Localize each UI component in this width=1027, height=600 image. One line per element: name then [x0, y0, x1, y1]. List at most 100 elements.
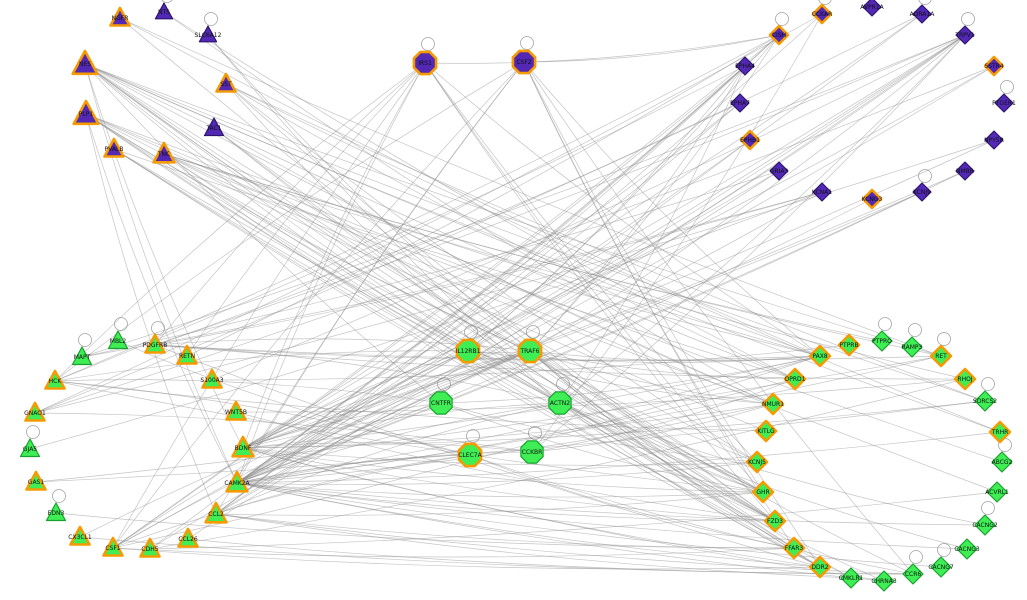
edge-TRAF6-TRPV1[interactable] — [529, 34, 966, 352]
edge-CCKBR-BDNF[interactable] — [242, 442, 533, 453]
node-EPHA7[interactable] — [730, 93, 750, 113]
node-shape-OPRD1[interactable] — [783, 367, 807, 391]
node-shape-S100A3[interactable] — [201, 368, 223, 389]
edge-CAMK2A-GHR[interactable] — [236, 482, 764, 498]
node-TAC1[interactable] — [203, 117, 225, 137]
node-shape-MAPT[interactable] — [71, 346, 93, 366]
edge-RETN-CISH[interactable] — [186, 34, 780, 357]
node-shape-PTGER1[interactable] — [994, 93, 1014, 113]
edge-PLP1-CAMK2A[interactable] — [85, 113, 238, 484]
edge-PLP1-FZD3[interactable] — [85, 113, 776, 522]
edge-NTS-NMUR1[interactable] — [163, 11, 774, 405]
edge-CNTFR-KCNJ5[interactable] — [440, 402, 758, 463]
edge-TAC1-FFAR3[interactable] — [213, 127, 795, 549]
node-ABCG2[interactable] — [991, 451, 1013, 473]
edge-CAMK2A-CACNG7[interactable] — [236, 482, 942, 568]
edge-CSF1-CISH[interactable] — [112, 34, 780, 549]
node-KCNJ5[interactable] — [745, 450, 769, 474]
node-ADRA1A[interactable] — [912, 4, 932, 24]
edge-CCKBR-OPRD1[interactable] — [531, 378, 796, 453]
node-NES[interactable] — [71, 49, 99, 76]
node-shape-CACNG2[interactable] — [974, 514, 996, 536]
edge-BDNF-ADRA1A[interactable] — [242, 13, 923, 449]
node-PTPRO[interactable] — [871, 330, 893, 352]
edge-NES-BDNF[interactable] — [84, 63, 244, 449]
edge-CCKBR-NMUR1[interactable] — [531, 403, 774, 453]
edge-CAMK2A-CHRNA3[interactable] — [236, 482, 885, 582]
node-PLP1[interactable] — [72, 99, 100, 126]
edge-TRAF6-FFAR3[interactable] — [529, 350, 795, 549]
node-CLEC7A[interactable] — [457, 442, 483, 468]
edge-NES-OPRD1[interactable] — [84, 63, 796, 380]
edge-PLP1-ABCG2[interactable] — [85, 113, 1003, 463]
edge-BDNF-NPY5R[interactable] — [242, 139, 995, 449]
edge-ACTN2-CACNG2[interactable] — [559, 402, 986, 526]
node-shape-FFAR3[interactable] — [782, 536, 806, 560]
node-shape-NMUR1[interactable] — [761, 392, 785, 416]
edge-PDGFRB-DDR2[interactable] — [154, 344, 821, 568]
node-shape-IRS1[interactable] — [412, 50, 438, 76]
node-FZD3[interactable] — [763, 509, 787, 533]
node-ACVRL1[interactable] — [986, 481, 1008, 503]
edge-S100A3-PTPRB[interactable] — [211, 344, 850, 381]
edge-CNTFR-GHR[interactable] — [440, 402, 764, 493]
node-OPRD1[interactable] — [783, 367, 807, 391]
node-AVPR1A[interactable] — [862, 0, 882, 17]
edge-BDNF-TRPV1[interactable] — [242, 34, 966, 449]
edge-IRS1-CISH[interactable] — [424, 34, 780, 64]
node-PTGER1[interactable] — [994, 93, 1014, 113]
edge-IRS1-FZD3[interactable] — [424, 62, 776, 522]
node-shape-CLEC7A[interactable] — [457, 442, 483, 468]
node-shape-CAMK2A[interactable] — [225, 470, 249, 493]
node-shape-IL12RB1[interactable] — [455, 338, 481, 364]
node-shape-GHR[interactable] — [751, 480, 775, 504]
edge-PLP1-KITLG[interactable] — [85, 113, 767, 432]
edge-NES-KCNJ5[interactable] — [84, 63, 758, 463]
edge-CNTFR-PAX8[interactable] — [440, 355, 821, 404]
edge-IRS1-BDNF[interactable] — [242, 62, 426, 449]
edge-CCL26-CCR6[interactable] — [187, 538, 914, 575]
node-TNC[interactable] — [152, 141, 176, 164]
node-shape-ACTN2[interactable] — [548, 391, 572, 415]
node-shape-PTPRO[interactable] — [871, 330, 893, 352]
node-GRIA3[interactable] — [769, 161, 789, 181]
edge-IL12RB1-EPHA4[interactable] — [467, 65, 746, 352]
node-shape-GJA5[interactable] — [19, 438, 41, 458]
edge-PLP1-CCL2[interactable] — [85, 113, 217, 515]
node-CAMK2A[interactable] — [225, 470, 249, 493]
node-CACNG7[interactable] — [930, 556, 952, 578]
node-KCNJ9[interactable] — [912, 182, 932, 202]
edge-NGFR-FZD3[interactable] — [119, 17, 776, 522]
edge-ACTN2-GHR[interactable] — [559, 402, 764, 493]
edge-CCKBR-CCKAR[interactable] — [531, 13, 823, 453]
edge-TNC-IL12RB1[interactable] — [163, 153, 469, 352]
node-SORCS2[interactable] — [974, 390, 996, 412]
node-shape-TNC[interactable] — [152, 141, 176, 164]
edge-CSF2-CSF1[interactable] — [112, 61, 525, 549]
node-shape-RETN[interactable] — [176, 344, 198, 365]
node-shape-FZD3[interactable] — [763, 509, 787, 533]
node-shape-PLP1[interactable] — [72, 99, 100, 126]
edge-CLEC7A-HCK[interactable] — [54, 380, 471, 456]
edge-SST-OPRD1[interactable] — [225, 83, 796, 380]
node-CISH[interactable] — [768, 24, 790, 46]
edge-TRAF6-OPRD1[interactable] — [529, 350, 796, 380]
node-shape-GAS1[interactable] — [25, 470, 47, 491]
node-TRAF6[interactable] — [517, 338, 543, 364]
node-CSF1[interactable] — [102, 536, 124, 557]
edge-BDNF-DDR2[interactable] — [242, 447, 821, 568]
edge-IRS1-PDGFRB[interactable] — [154, 62, 426, 346]
edge-BDNF-NMBR[interactable] — [242, 170, 966, 449]
node-TRHR[interactable] — [988, 420, 1012, 444]
edge-SST-KCNJ5[interactable] — [225, 83, 758, 463]
edge-GJA5-KCNA1[interactable] — [29, 191, 823, 450]
edge-NES-ACTN2[interactable] — [84, 63, 561, 404]
node-shape-NPY5R[interactable] — [984, 130, 1004, 150]
node-NMBR[interactable] — [955, 161, 975, 181]
node-KCNG3[interactable] — [861, 188, 883, 210]
edge-IRS1-HCK[interactable] — [54, 62, 426, 382]
node-PDGFRB[interactable] — [144, 333, 166, 354]
edge-MAPT-KCNA1[interactable] — [81, 191, 823, 358]
node-RETN[interactable] — [176, 344, 198, 365]
node-shape-CMKLR1[interactable] — [840, 567, 862, 589]
